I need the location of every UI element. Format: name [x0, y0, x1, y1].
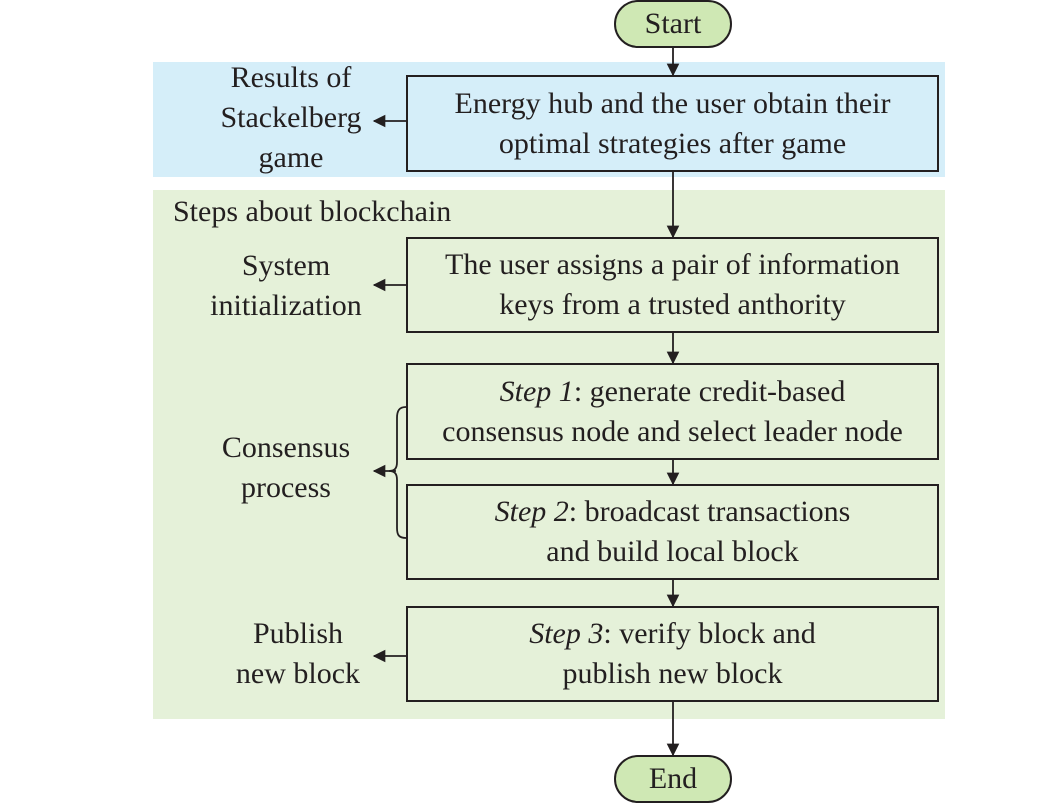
- publish-label-line: new block: [235, 657, 361, 690]
- step2-line2: and build local block: [546, 535, 799, 568]
- step2-box: Step 2: broadcast transactions and build…: [406, 484, 939, 580]
- init-label-line: System: [241, 249, 331, 282]
- publish-label: Publish new block: [208, 614, 388, 694]
- consensus-brace: [388, 406, 407, 539]
- step2-line1-text: : broadcast transactions: [568, 495, 851, 528]
- results-label-line: game: [258, 141, 324, 174]
- init-label-line: initialization: [210, 289, 362, 322]
- results-box-line: Energy hub and the user obtain their: [454, 86, 891, 120]
- init-box-line: The user assigns a pair of information: [445, 248, 900, 281]
- step1-line1: Step 1: generate credit-based: [500, 372, 846, 412]
- end-terminal: End: [614, 755, 732, 803]
- results-label-line: Stackelberg: [220, 101, 362, 134]
- step3-box: Step 3: verify block and publish new blo…: [406, 606, 939, 702]
- init-label: System initialization: [196, 246, 376, 326]
- end-label: End: [648, 762, 698, 795]
- results-label-line: Results of: [230, 61, 352, 94]
- step1-box: Step 1: generate credit-based consensus …: [406, 363, 939, 460]
- consensus-label-line: Consensus: [221, 431, 351, 464]
- step1-line2: consensus node and select leader node: [442, 414, 903, 448]
- step1-line1-text: : generate credit-based: [573, 374, 846, 408]
- blockchain-band: [153, 190, 945, 719]
- consensus-label: Consensus process: [196, 428, 376, 508]
- init-box-line: keys from a trusted anthority: [499, 288, 846, 321]
- results-box: Energy hub and the user obtain their opt…: [406, 75, 939, 172]
- step3-line1-text: : verify block and: [603, 617, 816, 650]
- step3-line1: Step 3: verify block and: [529, 614, 816, 654]
- results-band: [153, 62, 945, 177]
- step1-title: Step 1: [499, 374, 574, 408]
- step2-line1: Step 2: broadcast transactions: [495, 492, 851, 532]
- start-label: Start: [644, 7, 702, 40]
- results-box-line: optimal strategies after game: [498, 126, 847, 160]
- publish-label-line: Publish: [252, 617, 344, 650]
- results-label: Results of Stackelberg game: [196, 58, 386, 178]
- blockchain-section-title: Steps about blockchain: [173, 195, 452, 228]
- step3-line2: publish new block: [562, 657, 783, 690]
- step2-title: Step 2: [494, 495, 569, 528]
- step3-title: Step 3: [529, 617, 604, 650]
- consensus-label-line: process: [241, 471, 331, 504]
- init-box: The user assigns a pair of information k…: [406, 237, 939, 333]
- start-terminal: Start: [614, 0, 732, 48]
